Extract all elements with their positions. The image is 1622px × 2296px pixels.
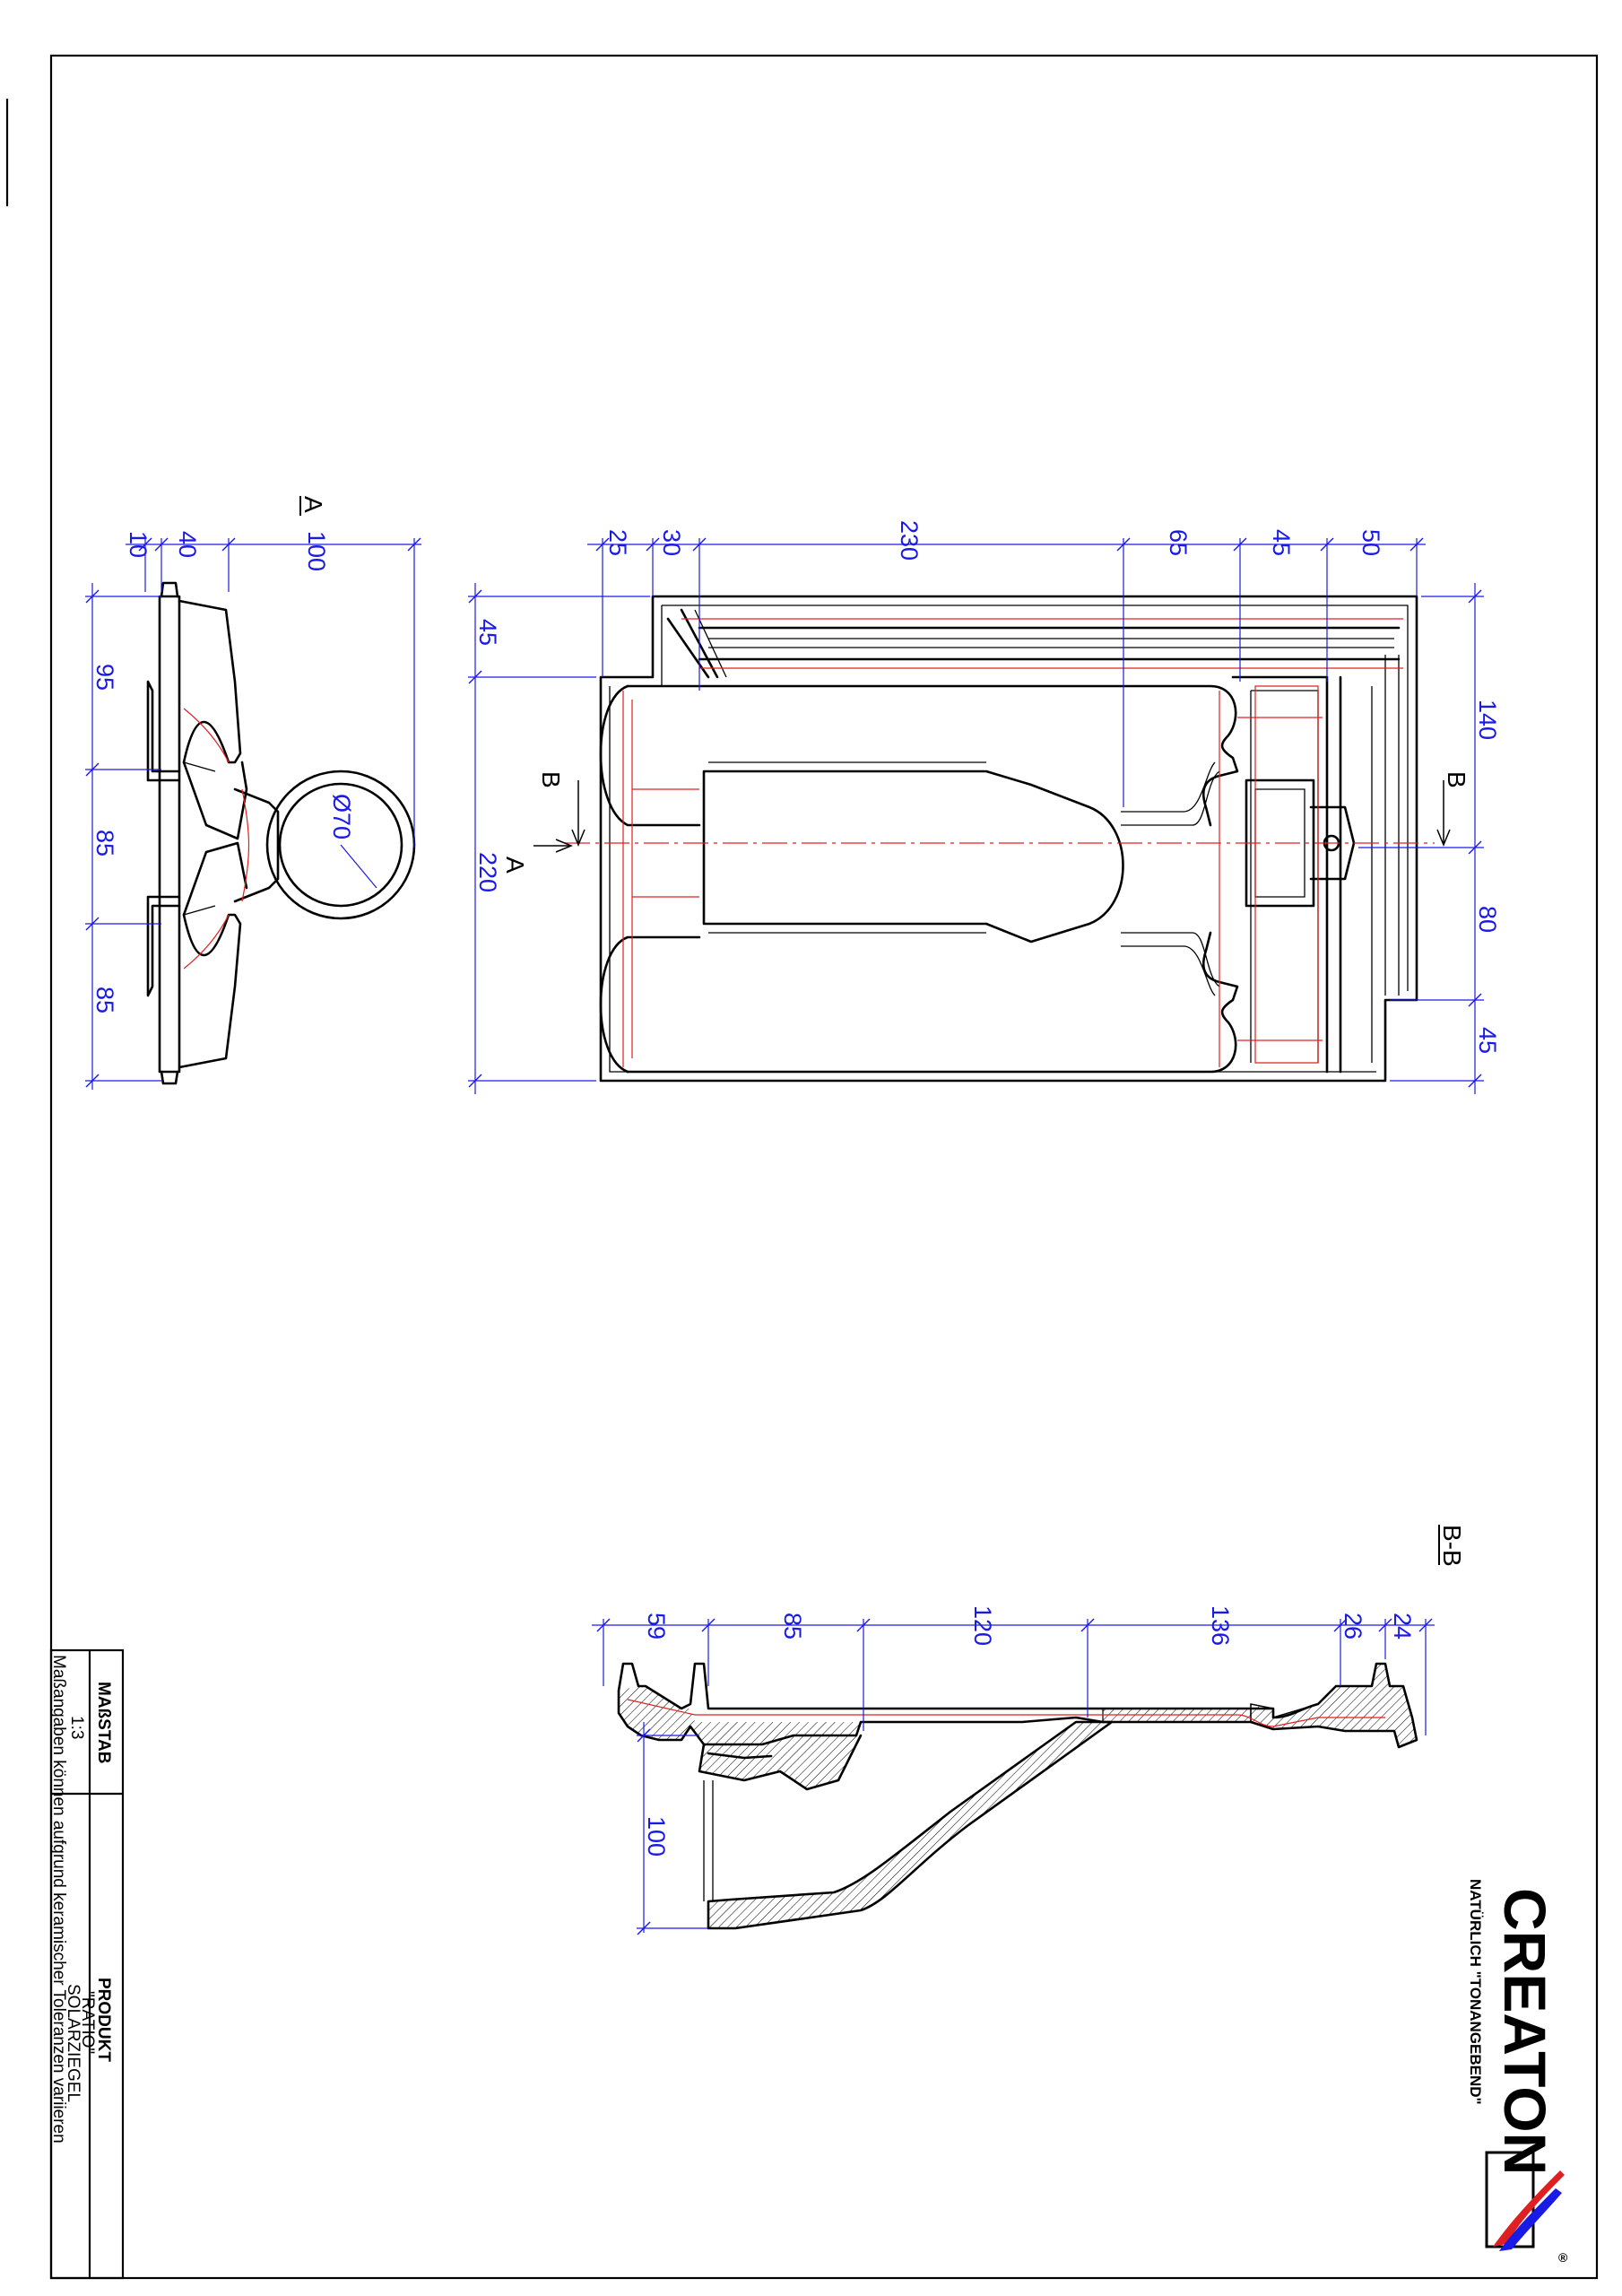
side-dim-40: 40 — [174, 531, 201, 558]
side-dim-10: 10 — [125, 531, 152, 558]
top-dim-45: 45 — [1268, 529, 1295, 556]
top-dim-left-45: 45 — [474, 619, 501, 646]
drawing-frame — [49, 54, 1599, 2280]
title-block — [49, 1648, 125, 2280]
top-dim-50: 50 — [1357, 529, 1384, 556]
bb-dim-59: 59 — [643, 1613, 670, 1639]
top-dim-30: 30 — [658, 529, 685, 556]
top-dim-25: 25 — [604, 529, 631, 556]
logo-registered: ® — [1558, 2250, 1568, 2265]
scale-value: 1:3 — [67, 1716, 86, 1739]
side-dim-85a: 85 — [91, 830, 118, 857]
bb-dim-120: 120 — [969, 1605, 996, 1646]
section-label-b-right: B — [1443, 771, 1470, 788]
side-dim-diameter: Ø70 — [328, 794, 355, 839]
logo-tagline: NATÜRLICH "TONANGEBEND" — [1467, 1879, 1484, 2105]
bb-dim-136: 136 — [1207, 1605, 1234, 1646]
bb-dim-100: 100 — [643, 1816, 670, 1857]
product-name: "RATIO" — [78, 1991, 97, 2054]
section-label-a-top: A — [299, 496, 327, 513]
section-label-a-arrow: A — [501, 857, 529, 874]
scale-header: MAßSTAB — [94, 1682, 113, 1763]
product-type: SOLARZIEGEL — [64, 1984, 82, 2102]
side-dim-100: 100 — [303, 531, 330, 571]
section-label-b-left: B — [537, 771, 565, 788]
side-dim-95: 95 — [91, 664, 118, 691]
side-view — [85, 537, 421, 1090]
top-dim-140: 140 — [1474, 700, 1501, 740]
creaton-logo: CREATON NATÜRLICH "TONANGEBEND" ® — [1467, 1879, 1568, 2265]
bb-dim-24: 24 — [1389, 1613, 1416, 1639]
logo-brand: CREATON — [1492, 1888, 1558, 2175]
section-title-bb: B-B — [1438, 1525, 1466, 1567]
top-dim-230: 230 — [896, 520, 923, 561]
side-dim-85b: 85 — [91, 987, 118, 1013]
bb-dim-26: 26 — [1340, 1613, 1366, 1639]
section-view-bb — [592, 1618, 1435, 1935]
top-dim-65: 65 — [1165, 529, 1192, 556]
top-view — [468, 537, 1484, 1094]
product-header: PRODUKT — [94, 1978, 113, 2062]
top-dim-220: 220 — [474, 852, 501, 892]
tolerance-note: Maßangaben können aufgrund keramischer T… — [49, 1655, 68, 2144]
top-dim-80: 80 — [1474, 906, 1501, 933]
top-dim-right-45: 45 — [1474, 1027, 1501, 1054]
bb-dim-85: 85 — [779, 1613, 806, 1639]
